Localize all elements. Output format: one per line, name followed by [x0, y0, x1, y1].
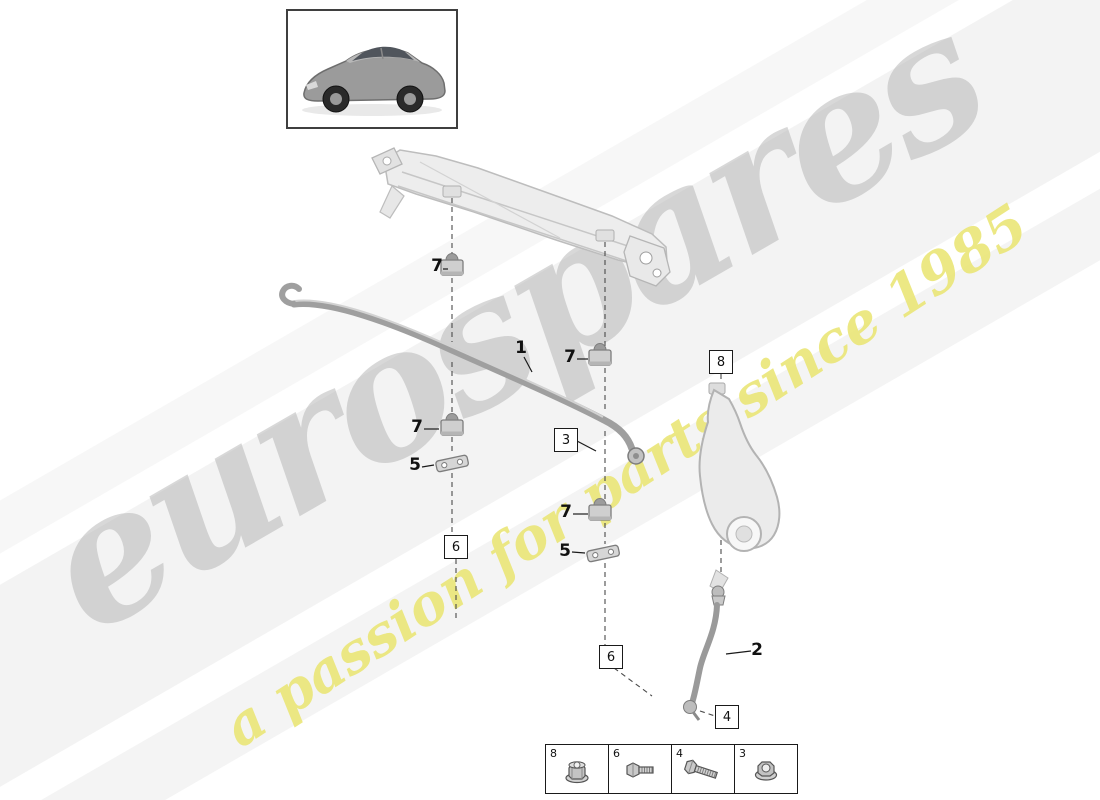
leader-lines	[421, 268, 752, 655]
clamp-icon	[440, 412, 464, 436]
callout-box-4[interactable]: 4	[715, 705, 739, 729]
legend-number: 6	[613, 747, 620, 760]
legend-cell-3[interactable]: 3	[735, 745, 797, 793]
clamp-icon	[588, 342, 612, 366]
stabilizer-bar	[279, 282, 645, 465]
assembly-dashed-lines	[451, 198, 722, 717]
callout-7-top[interactable]: 7	[431, 256, 443, 276]
wheel-carrier-drawing	[698, 382, 781, 593]
callout-1-stabilizer-bar[interactable]: 1	[515, 338, 527, 358]
callout-5-left[interactable]: 5	[409, 455, 421, 475]
long-bolt-icon	[683, 759, 718, 779]
flange-nut-icon	[565, 761, 589, 783]
callout-7-lower-left[interactable]: 7	[411, 417, 423, 437]
legend-cell-6[interactable]: 6	[609, 745, 672, 793]
hex-bolt-icon	[626, 762, 654, 778]
fastener-legend: 8 6 4	[545, 744, 798, 794]
vehicle-thumbnail	[286, 9, 458, 129]
legend-number: 8	[550, 747, 557, 760]
callout-7-upper-right[interactable]: 7	[564, 347, 576, 367]
clamp-icon	[588, 497, 612, 521]
legend-cell-4[interactable]: 4	[672, 745, 735, 793]
car-icon	[302, 46, 446, 116]
callout-5-right[interactable]: 5	[559, 541, 571, 561]
legend-number: 3	[739, 747, 746, 760]
clamp-icon	[440, 252, 464, 276]
rear-subframe-drawing	[371, 147, 671, 287]
callout-box-8[interactable]: 8	[709, 350, 733, 374]
callout-box-6a[interactable]: 6	[444, 535, 468, 559]
hex-nut-icon	[754, 761, 778, 781]
callout-box-3[interactable]: 3	[554, 428, 578, 452]
bracket-icon	[585, 544, 621, 563]
callout-7-lower-right[interactable]: 7	[560, 502, 572, 522]
legend-cell-8[interactable]: 8	[546, 745, 609, 793]
stabilizer-link-drawing	[683, 585, 726, 721]
bracket-icon	[434, 454, 470, 473]
callout-2-stabilizer-link[interactable]: 2	[751, 640, 763, 660]
legend-number: 4	[676, 747, 683, 760]
callout-box-6b[interactable]: 6	[599, 645, 623, 669]
